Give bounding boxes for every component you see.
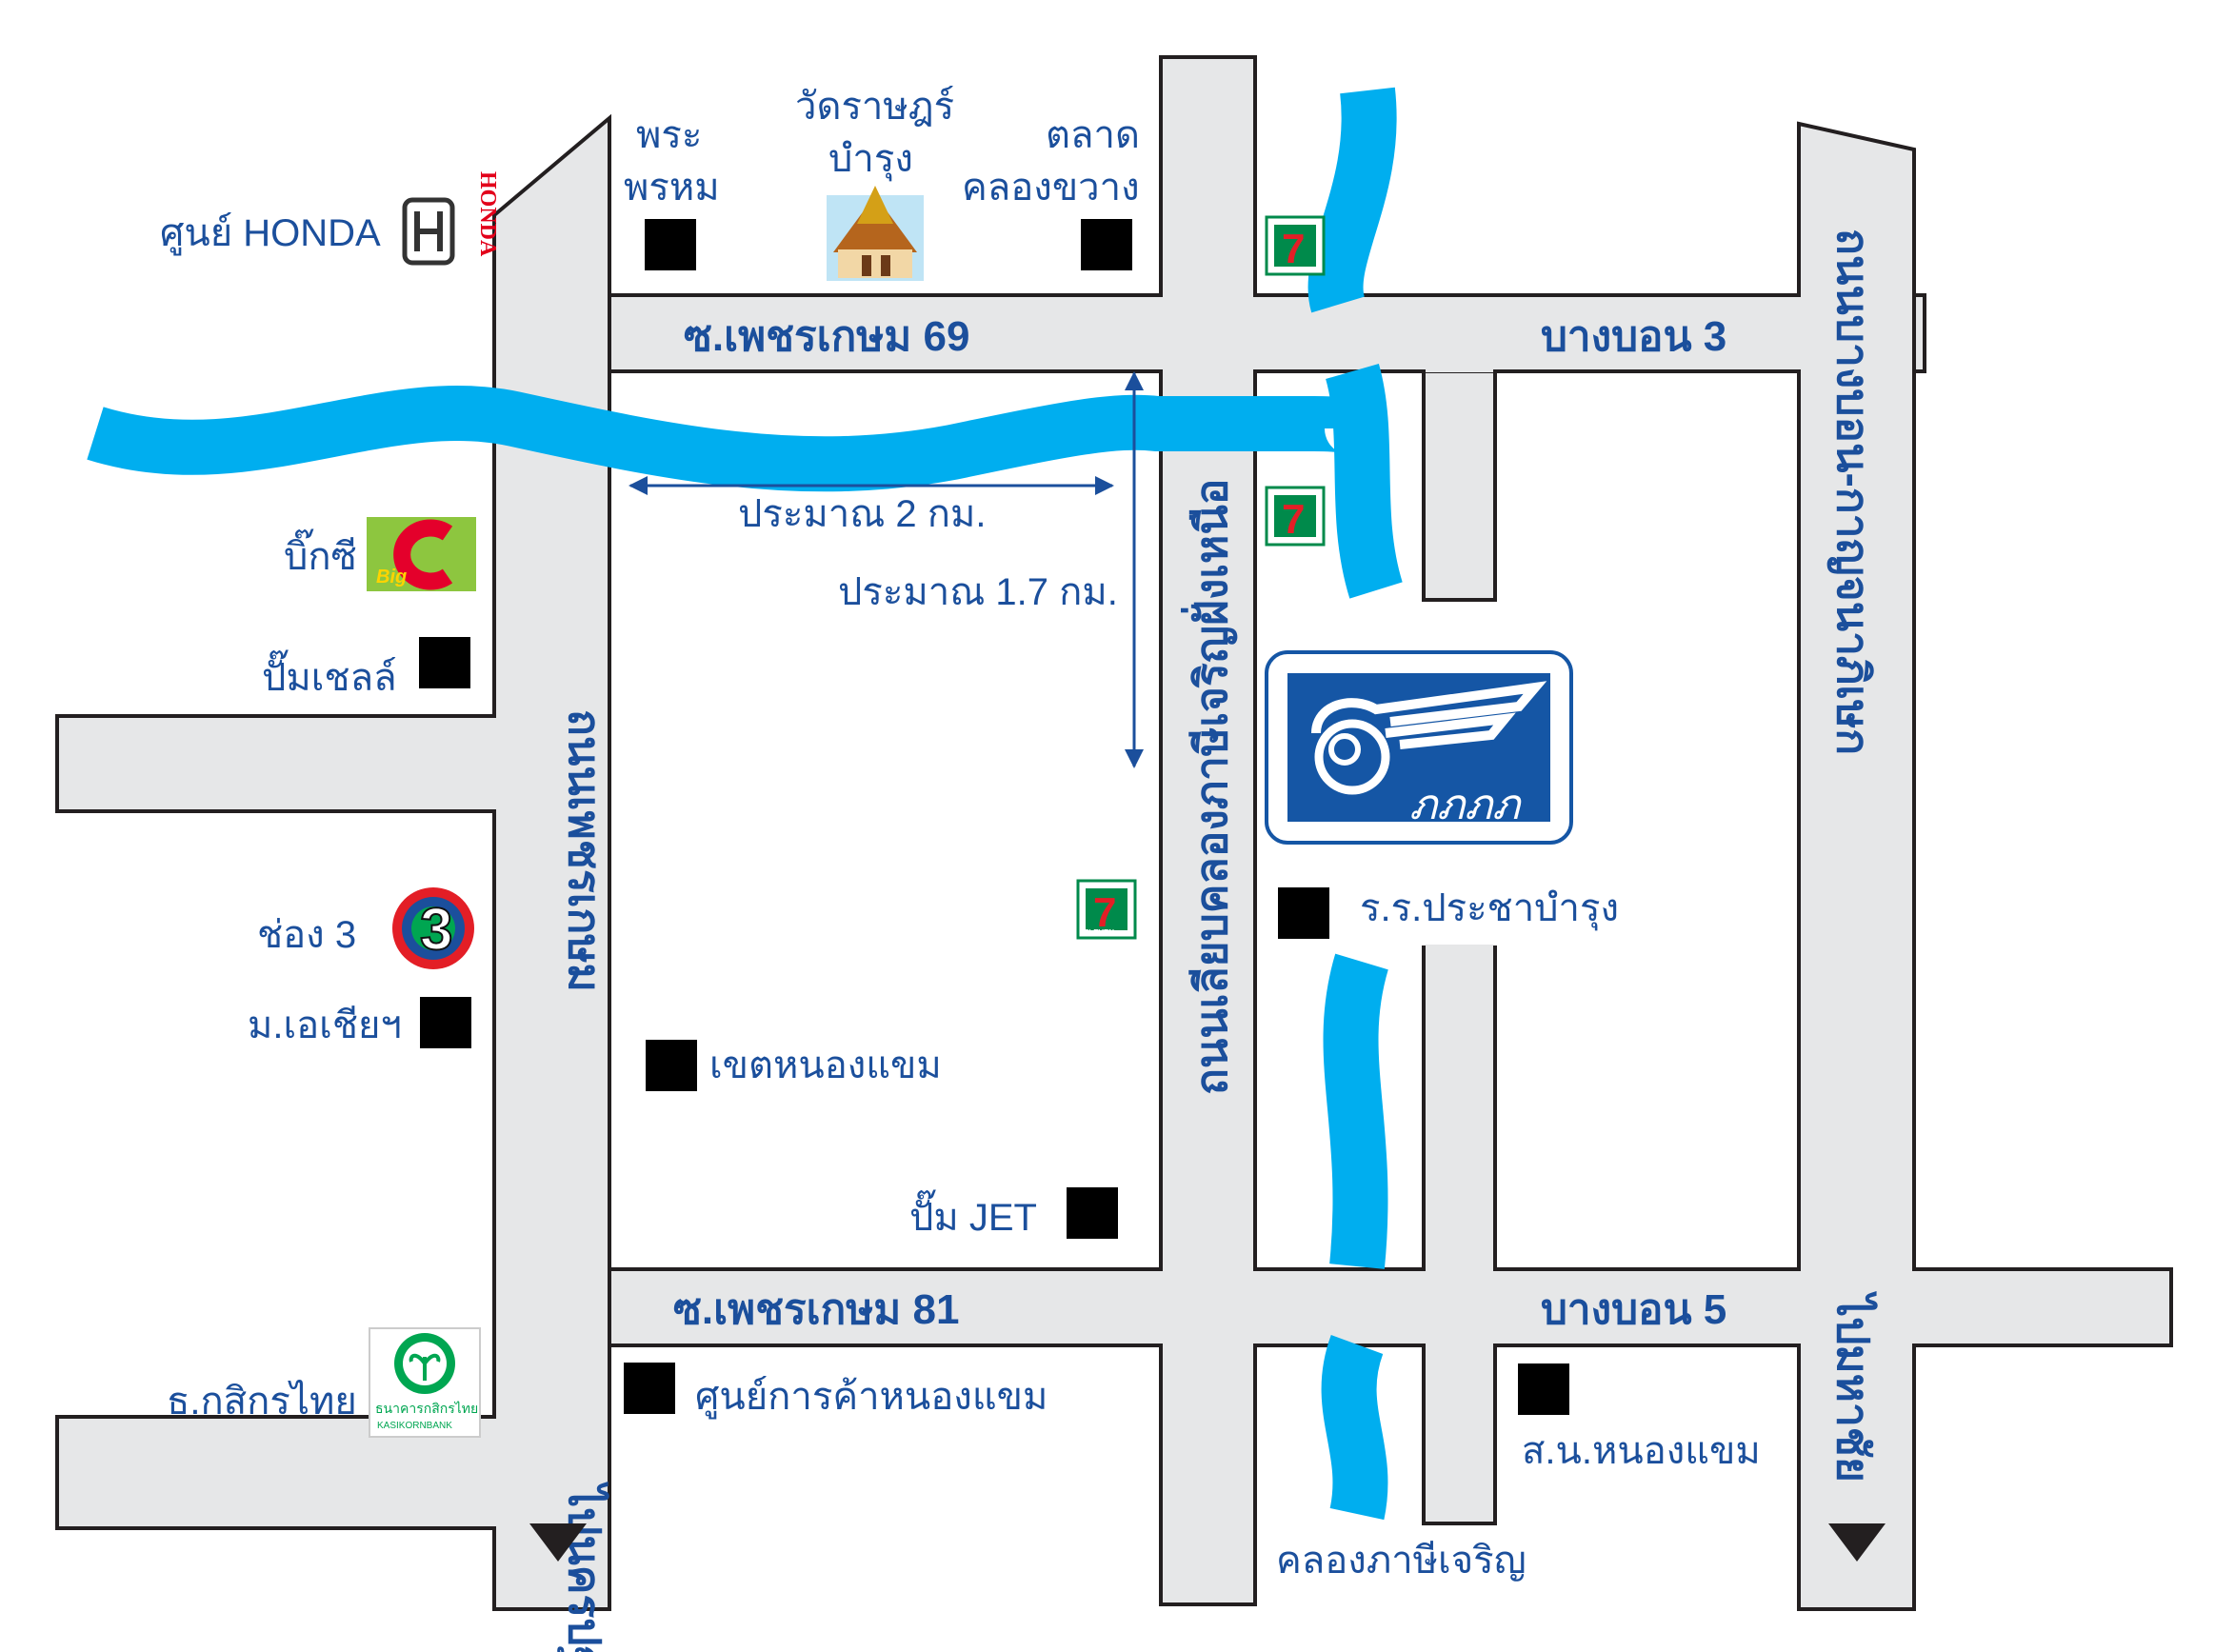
river-right-upper (1325, 364, 1403, 599)
place-label-talad-1: ตลาด (1046, 114, 1140, 156)
distance-indicators: ประมาณ 2 กม. ประมาณ 1.7 กม. (629, 371, 1144, 768)
road-label-bangbon-kanchana: ถนนบางบอน-กาญจนาภิเษก (1827, 229, 1878, 755)
road-label-khlong-road: ถนนเลียบคลองภาษีเจริญฝั่งเหนือ (1181, 479, 1237, 1095)
marker-pump-jet (1067, 1187, 1118, 1239)
marker-talad-khlong-khwang (1081, 219, 1132, 270)
place-label-kbank: ธ.กสิกรไทย (167, 1380, 357, 1423)
place-label-bigc: บิ๊กซี (284, 528, 357, 578)
place-label-phra-phrom-2: พรหม (624, 167, 720, 209)
road-labels: ซ.เพชรเกษม 69 ซ.เพชรเกษม 81 บางบอน 3 บาง… (529, 229, 1886, 1652)
marker-asia-univ (420, 997, 471, 1048)
distance-label-vertical: ประมาณ 1.7 กม. (838, 571, 1118, 613)
place-label-shopping: ศูนย์การค้าหนองแขม (695, 1375, 1048, 1419)
road-bangbon-3-stub (1422, 369, 1497, 602)
road-label-nakhon-pathom: ไปนครปฐม (556, 1481, 609, 1652)
svg-text:7: 7 (1282, 496, 1305, 543)
rivers (87, 87, 1403, 1521)
places: ศูนย์ HONDA HONDA พระ พรหม วัดราษฎร์ บำร… (160, 85, 1761, 1582)
marker-police (1518, 1363, 1569, 1415)
place-label-talad-2: คลองขวาง (962, 167, 1140, 209)
place-label-school: ร.ร.ประชาบำรุง (1360, 887, 1619, 931)
place-label-phra-phrom-1: พระ (636, 114, 702, 156)
place-label-police: ส.น.หนองแขม (1522, 1430, 1761, 1472)
river-khlong-middle (1323, 953, 1388, 1269)
road-label-soi-phet-81: ซ.เพชรเกษม 81 (673, 1286, 959, 1333)
place-label-asia-univ: ม.เอเชียฯ (248, 1005, 402, 1046)
ch3-logo-text: 3 (420, 897, 452, 963)
marker-shopping-center (624, 1363, 675, 1414)
place-label-wat-2: บำรุง (828, 138, 913, 182)
company-logo-icon: ภภภภ (1265, 650, 1573, 845)
road-label-mahachai: ไปมหาชัย (1828, 1290, 1878, 1483)
seven-eleven-top-icon: 7 (1265, 215, 1326, 276)
direction-arrow-nakhon-pathom (529, 1523, 587, 1562)
bigc-logo-text: Big (376, 567, 407, 587)
place-label-khet: เขตหนองแขม (709, 1045, 942, 1086)
place-label-honda: ศูนย์ HONDA (160, 211, 381, 255)
marker-khet-nong-khaem (646, 1040, 697, 1091)
place-label-khlong: คลองภาษีเจริญ (1276, 1540, 1527, 1582)
kbank-logo-text: ธนาคารกสิกรไทย (375, 1401, 478, 1416)
marker-phra-phrom (645, 219, 696, 270)
company-logo-text: ภภภภ (1409, 781, 1523, 829)
ch3-logo-icon: 3 (392, 887, 474, 969)
place-label-pump-jet: ปั๊ม JET (909, 1189, 1037, 1239)
kbank-logo-icon: ธนาคารกสิกรไทย KASIKORNBANK (369, 1327, 481, 1438)
distance-label-horizontal: ประมาณ 2 กม. (738, 493, 986, 535)
seven-eleven-lower-icon: 7 ELEVEN (1076, 879, 1137, 940)
place-label-pump-shell: ปั๊มเชลล์ (262, 649, 397, 699)
svg-text:7: 7 (1282, 226, 1305, 272)
svg-text:7: 7 (1093, 889, 1116, 936)
kbank-logo-sub: KASIKORNBANK (377, 1421, 452, 1431)
marker-school (1278, 887, 1329, 939)
place-label-wat-1: วัดราษฎร์ (795, 85, 954, 128)
svg-text:ELEVEN: ELEVEN (1084, 928, 1114, 937)
road-label-phetkasem: ถนนเพชรเกษม (560, 709, 609, 992)
seven-eleven-middle-icon: 7 (1265, 486, 1326, 547)
river-khlong-south (1321, 1335, 1388, 1521)
road-label-soi-phet-69: ซ.เพชรเกษม 69 (684, 313, 969, 360)
road-bangbon-5-stub (1422, 945, 1497, 1525)
river-north (1307, 87, 1397, 313)
road-bangbon-kanchana (1797, 121, 1916, 1611)
honda-logo-text: HONDA (475, 171, 500, 257)
marker-pump-shell (419, 637, 470, 688)
honda-logo-icon: HONDA (402, 171, 500, 266)
road-label-bangbon-5: บางบอน 5 (1541, 1286, 1726, 1333)
road-network (55, 55, 2173, 1611)
temple-image-icon (827, 186, 924, 281)
road-label-bangbon-3: บางบอน 3 (1541, 313, 1726, 360)
direction-arrow-mahachai (1828, 1523, 1886, 1562)
place-label-ch3: ช่อง 3 (257, 914, 356, 956)
river-horizontal (87, 386, 1380, 492)
bigc-logo-icon: Big (367, 517, 476, 591)
